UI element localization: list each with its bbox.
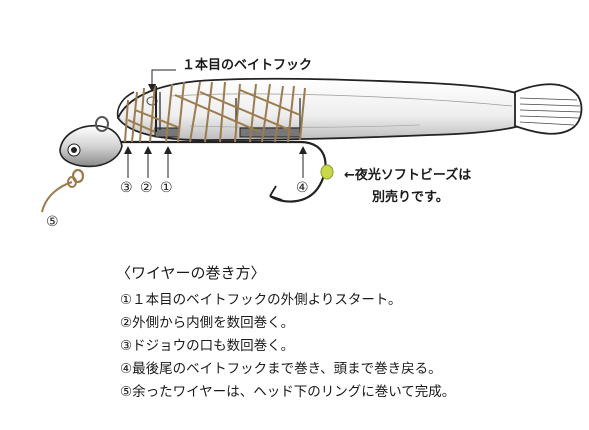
instruction-step-4: ④最後尾のベイトフックまで巻き、頭まで巻き戻る。 xyxy=(120,361,442,377)
bait-body xyxy=(116,77,583,141)
main-hook xyxy=(118,140,327,203)
instruction-step-3: ③ドジョウの口も数回巻く。 xyxy=(120,338,295,354)
step-marker-5: ⑤ xyxy=(46,214,59,230)
glow-bead-note-line2: 別売りです。 xyxy=(372,190,449,205)
step-marker-3: ③ xyxy=(120,180,133,196)
instruction-step-5: ⑤余ったワイヤーは、ヘッド下のリングに巻いて完成。 xyxy=(120,384,456,400)
step-marker-2: ② xyxy=(140,180,153,196)
first-bait-hook-label: １本目のベイトフック xyxy=(182,58,313,73)
winding-instructions: 〈ワイヤーの巻き方〉 ①１本目のベイトフックの外側よりスタート。 ②外側から内側… xyxy=(116,262,580,404)
instruction-step-2: ②外側から内側を数回巻く。 xyxy=(120,315,295,331)
instruction-step-1: ①１本目のベイトフックの外側よりスタート。 xyxy=(120,292,402,308)
wire-wraps xyxy=(41,81,306,213)
step-marker-1: ① xyxy=(160,180,173,196)
glow-bead-note-line1: ←夜光ソフトビーズは xyxy=(344,168,472,183)
bait-mouth xyxy=(116,91,135,119)
jig-head xyxy=(59,116,123,188)
bait-hook-sleeve-rear xyxy=(239,127,301,138)
glow-bead-icon xyxy=(320,164,334,180)
instructions-title: 〈ワイヤーの巻き方〉 xyxy=(116,264,266,282)
leader-arrowheads xyxy=(124,84,307,154)
step-marker-4: ④ xyxy=(296,180,309,196)
